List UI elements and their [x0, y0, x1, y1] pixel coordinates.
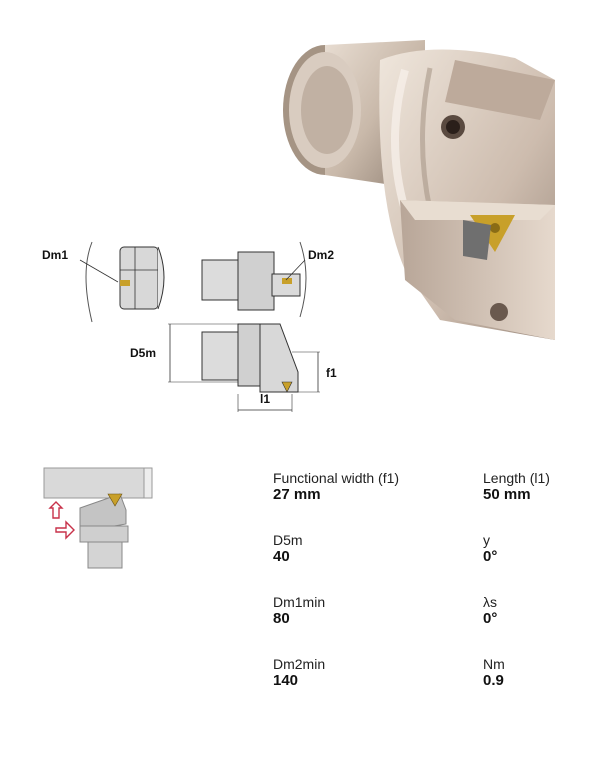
right-arrow-icon: [55, 520, 75, 540]
spec-dm2min: Dm2min 140: [273, 656, 423, 690]
spec-nm: Nm 0.9: [483, 656, 600, 690]
spec-label: Nm: [483, 656, 505, 672]
spec-functional-width: Functional width (f1) 27 mm: [273, 470, 423, 504]
spec-value: 40: [273, 548, 290, 565]
spec-label: D5m: [273, 532, 303, 548]
spec-value: 140: [273, 672, 299, 689]
dm2-label: Dm2: [308, 248, 335, 262]
product-photo: [283, 40, 555, 340]
spec-dm1min: Dm1min 80: [273, 594, 423, 628]
spec-y: y 0°: [483, 532, 600, 566]
spec-label: Dm1min: [273, 594, 326, 610]
up-arrow-icon: [48, 501, 64, 519]
orientation-diagram: [43, 467, 153, 569]
dimension-drawings: [79, 241, 320, 412]
spec-label: y: [483, 532, 490, 548]
dm1-label: Dm1: [42, 248, 69, 262]
spec-label: Dm2min: [273, 656, 326, 672]
f1-label: f1: [326, 366, 337, 380]
spec-value: 0.9: [483, 672, 504, 689]
spec-d5m: D5m 40: [273, 532, 423, 566]
d5m-label: D5m: [130, 346, 157, 360]
technical-diagrams: Dm1 Dm2 D5m f1 l1: [30, 232, 350, 422]
spec-value: 27 mm: [273, 486, 321, 503]
l1-label: l1: [260, 392, 271, 406]
spec-label: Functional width (f1): [273, 470, 400, 486]
spec-label: λs: [483, 594, 497, 610]
spec-value: 0°: [483, 610, 498, 627]
spec-value: 0°: [483, 548, 498, 565]
spec-label: Length (l1): [483, 470, 550, 486]
spec-length: Length (l1) 50 mm: [483, 470, 600, 504]
spec-value: 80: [273, 610, 290, 627]
spec-lambda-s: λs 0°: [483, 594, 600, 628]
spec-value: 50 mm: [483, 486, 531, 503]
